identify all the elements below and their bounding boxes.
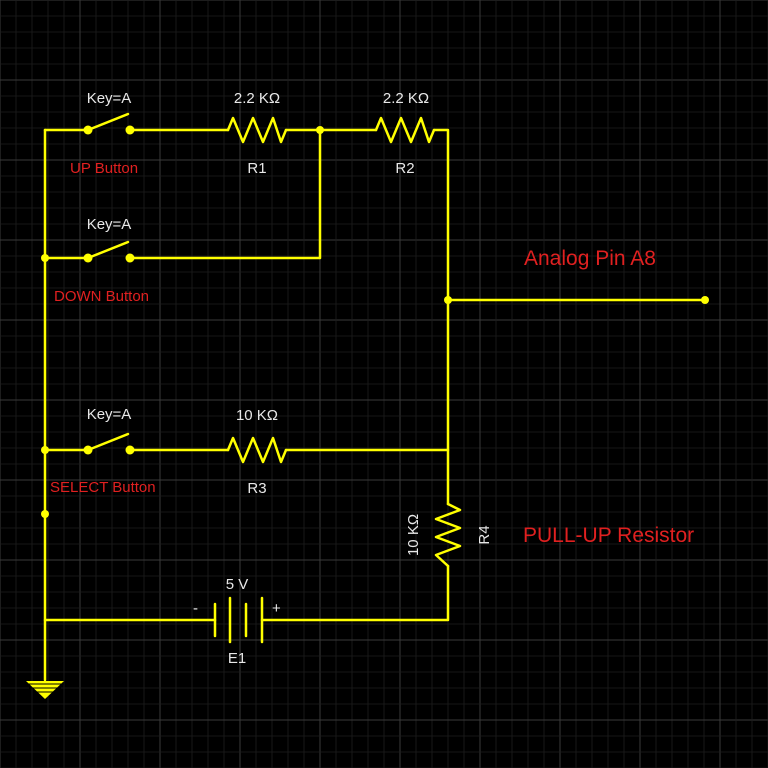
battery-e1: 5 V E1 - +: [193, 576, 281, 667]
analog-pin-label: Analog Pin A8: [524, 247, 656, 270]
wire-r4-bottom: [260, 564, 450, 622]
resistor-icon: [374, 116, 436, 144]
resistor-r1: 2.2 KΩ R1: [226, 90, 288, 177]
resistor-r4: 10 KΩ R4: [405, 502, 493, 568]
resistor-icon: [226, 116, 288, 144]
ground-icon: [26, 681, 64, 699]
switch-icon: [83, 432, 135, 455]
switch-icon: [83, 240, 135, 263]
switch-down-key: Key=A: [87, 216, 132, 233]
switch-down-label: DOWN Button: [54, 288, 149, 305]
battery-plus: +: [272, 600, 281, 617]
wires: [43, 128, 707, 682]
resistor-r1-name: R1: [247, 160, 266, 177]
resistor-r3-name: R3: [247, 480, 266, 497]
resistor-r2: 2.2 KΩ R2: [374, 90, 436, 177]
junction-dot: [316, 126, 324, 134]
junction-dot: [41, 510, 49, 518]
resistor-icon: [434, 502, 462, 568]
wire-r2-right: [432, 128, 450, 452]
resistor-r3-value: 10 KΩ: [236, 407, 278, 424]
switch-icon: [83, 112, 135, 135]
junction-dot: [41, 254, 49, 262]
switch-up-label: UP Button: [70, 160, 138, 177]
junction-dot: [41, 446, 49, 454]
resistor-r3: 10 KΩ R3: [226, 407, 288, 497]
resistor-r2-value: 2.2 KΩ: [383, 90, 429, 107]
battery-icon: [213, 596, 264, 644]
battery-voltage: 5 V: [226, 576, 249, 593]
junctions: [41, 126, 709, 518]
switch-up: Key=A UP Button: [70, 90, 138, 177]
wire-r3-right: [284, 448, 450, 506]
junction-dot: [701, 296, 709, 304]
switch-select: Key=A SELECT Button: [50, 406, 156, 496]
resistor-icon: [226, 436, 288, 464]
resistor-r4-name: R4: [476, 525, 493, 544]
wire-down-to-node: [128, 128, 322, 260]
junction-dot: [444, 296, 452, 304]
battery-minus: -: [193, 600, 198, 617]
switch-down: Key=A DOWN Button: [54, 216, 149, 305]
switch-select-label: SELECT Button: [50, 479, 156, 496]
switch-up-key: Key=A: [87, 90, 132, 107]
resistor-r4-value: 10 KΩ: [405, 514, 422, 556]
resistor-r1-value: 2.2 KΩ: [234, 90, 280, 107]
pullup-resistor-label: PULL-UP Resistor: [523, 524, 694, 547]
battery-name: E1: [228, 650, 246, 667]
resistor-r2-name: R2: [395, 160, 414, 177]
switch-select-key: Key=A: [87, 406, 132, 423]
